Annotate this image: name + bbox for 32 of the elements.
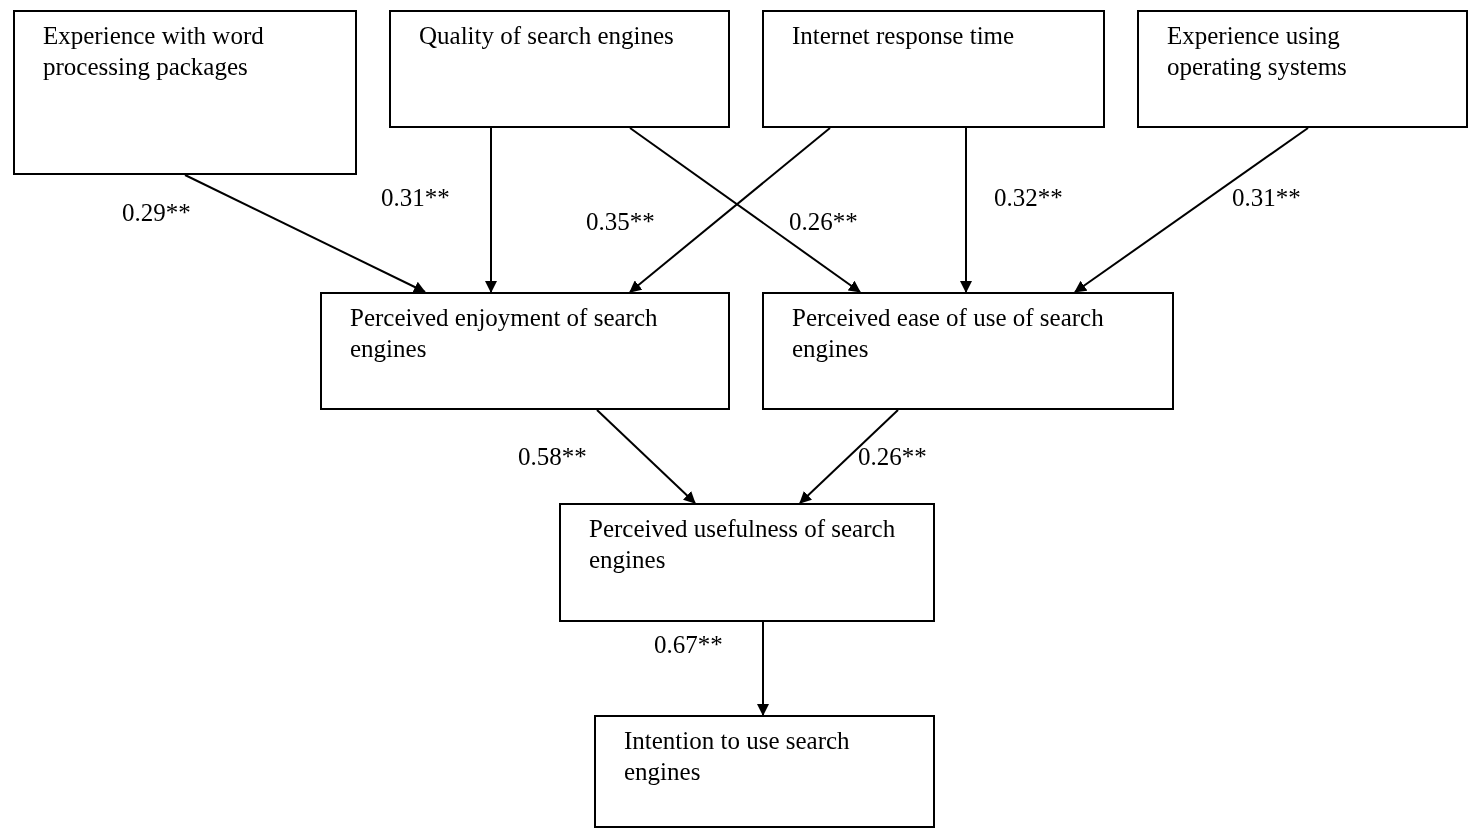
edge-label: 0.35** [586,207,655,237]
edge-label: 0.31** [381,183,450,213]
box-text: Perceived usefulness of search engines [589,514,897,575]
variable-box [559,503,935,622]
box-text: Intention to use search engines [624,726,851,787]
box-text: Experience with word processing packages [43,21,265,82]
edge-label: 0.29** [122,198,191,228]
variable-box [389,10,730,128]
box-text: Perceived ease of use of search engines [792,303,1105,364]
box-text: Experience using operating systems [1167,21,1348,82]
edge-label: 0.26** [789,207,858,237]
variable-box [762,10,1105,128]
edge-label: 0.31** [1232,183,1301,213]
arrow [596,409,696,504]
edge-label: 0.26** [858,442,927,472]
variable-box [1137,10,1468,128]
arrow [960,127,972,293]
arrow [184,174,426,293]
box-text: Quality of search engines [419,21,675,51]
arrow [1074,127,1309,293]
box-text: Internet response time [792,21,1016,51]
variable-box [762,292,1174,410]
arrow [757,621,769,716]
arrow [485,127,497,293]
edge-label: 0.58** [518,442,587,472]
edge-label: 0.32** [994,183,1063,213]
variable-box [320,292,730,410]
variable-box [13,10,357,175]
arrow [799,409,899,504]
variable-box [594,715,935,828]
box-text: Perceived enjoyment of search engines [350,303,659,364]
edge-label: 0.67** [654,630,723,660]
